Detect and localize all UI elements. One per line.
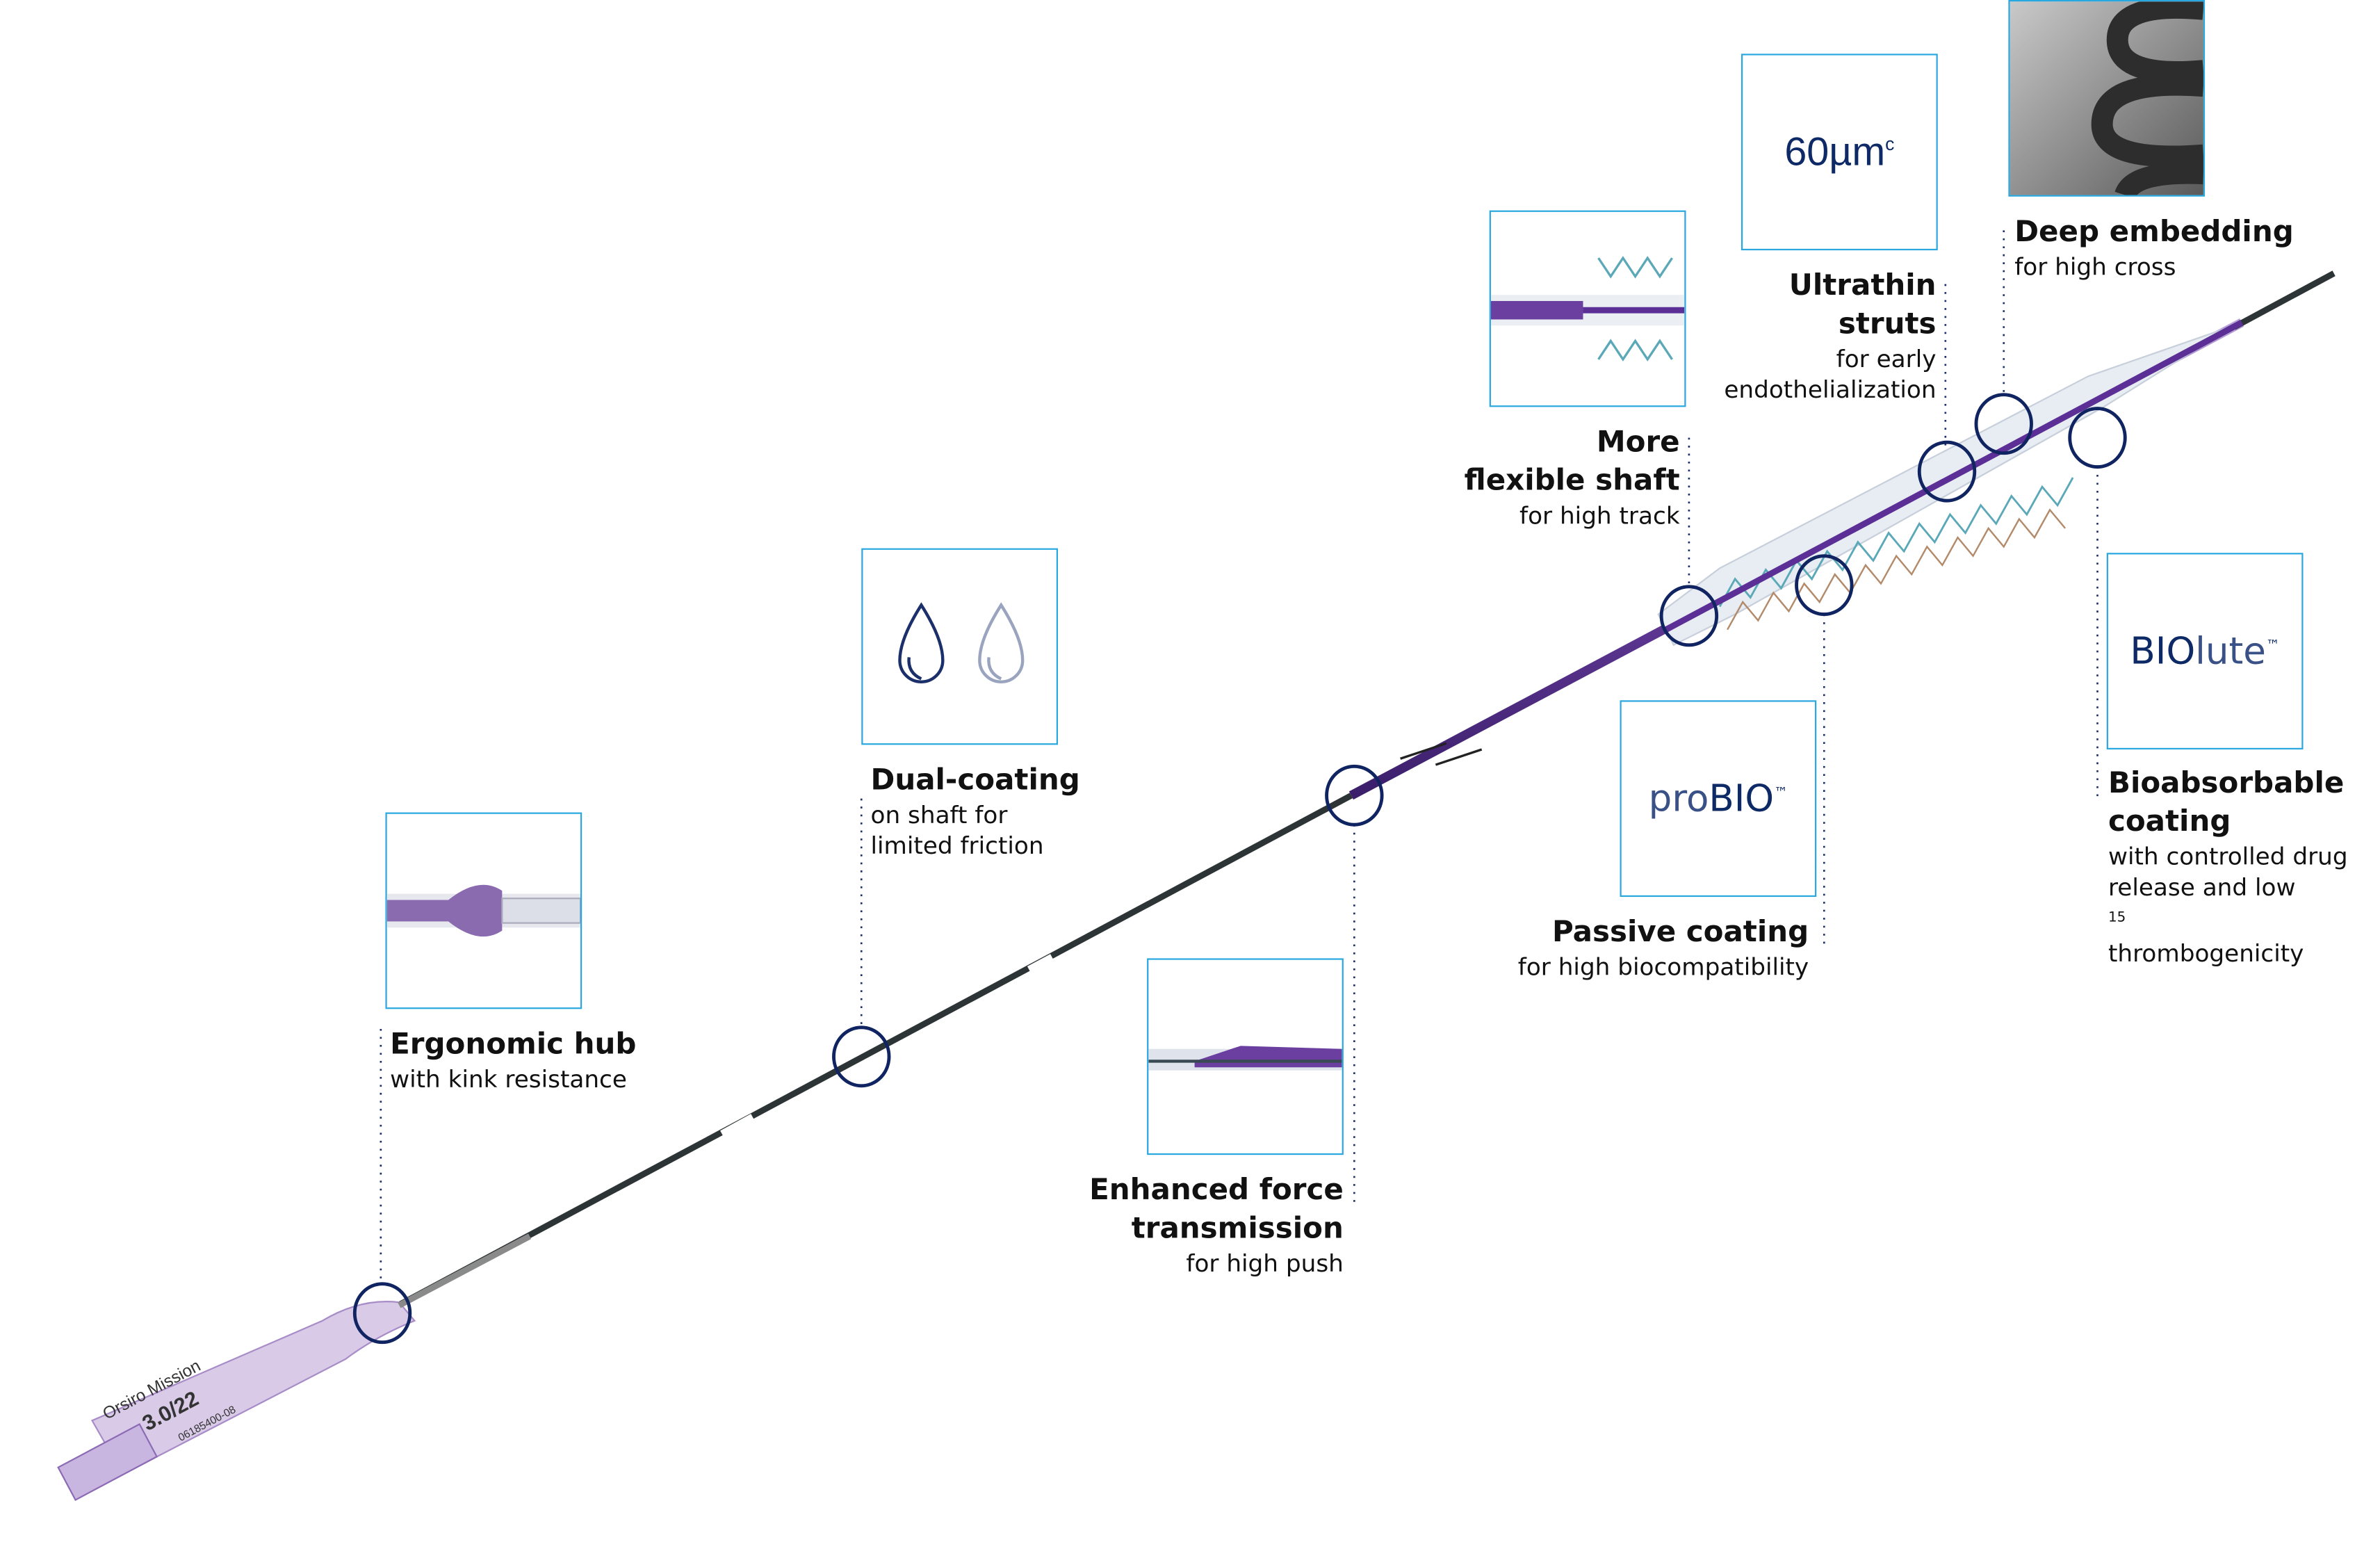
drops-image — [861, 548, 1059, 745]
marker-struts — [1917, 440, 1977, 503]
strut-thickness-box: 60µmc — [1741, 54, 1938, 251]
marker-dual-coating — [832, 1025, 891, 1088]
hub-image — [385, 812, 582, 1009]
drop-icon — [898, 602, 945, 683]
biolute-logo-box: BIOlute™ — [2106, 553, 2304, 749]
strut-thickness-value: 60µmc — [1784, 128, 1895, 175]
marker-hub — [352, 1282, 412, 1345]
guidewire-tip — [2233, 270, 2336, 330]
drop-icon-light — [978, 602, 1025, 683]
probio-logo-box: proBIO™ — [1620, 700, 1817, 898]
embedding-micrograph — [2008, 0, 2206, 197]
marker-embedding — [1974, 393, 2033, 455]
shaft-dark — [382, 793, 1353, 1316]
marker-passive — [1795, 554, 1854, 617]
biolute-logo: BIOlute™ — [2130, 629, 2280, 673]
marker-shaft — [1659, 585, 1719, 647]
probio-logo: proBIO™ — [1648, 777, 1788, 820]
marker-bioabsorbable — [2068, 407, 2127, 469]
flexible-shaft-image — [1489, 210, 1686, 407]
stent-struts — [1718, 477, 2074, 608]
force-image — [1147, 958, 1344, 1155]
marker-force — [1325, 764, 1384, 827]
hub-body — [90, 1301, 416, 1476]
